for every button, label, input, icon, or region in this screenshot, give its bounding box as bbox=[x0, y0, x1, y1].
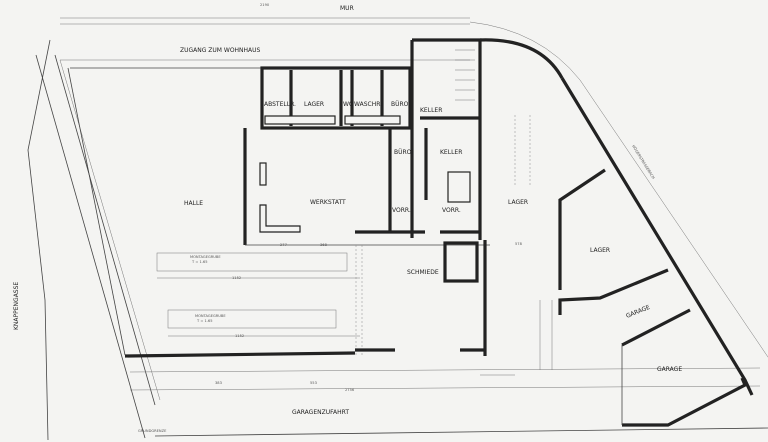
driveway-label: GARAGENZUFAHRT bbox=[292, 409, 349, 416]
dim-bottom-b: 553 bbox=[310, 381, 317, 385]
stair bbox=[455, 59, 475, 101]
dim-bottom-a: 383 bbox=[215, 381, 222, 385]
room-wc: WC bbox=[343, 101, 353, 108]
top-wall-label: MUR bbox=[340, 5, 354, 12]
east-building bbox=[479, 38, 754, 427]
dim-w1: 277 bbox=[280, 243, 287, 247]
pit-1-depth: T = 1.65 bbox=[191, 260, 208, 264]
room-lager-2: LAGER bbox=[508, 199, 528, 206]
room-buro-2: BÜRO bbox=[394, 149, 412, 156]
site-lines bbox=[27, 17, 768, 441]
dim-w2: 368 bbox=[320, 243, 328, 247]
dim-bottom-total: 2756 bbox=[345, 388, 355, 392]
room-keller-2: KELLER bbox=[440, 149, 462, 156]
north-rooms bbox=[260, 66, 412, 130]
pit-2-depth: T = 1.65 bbox=[196, 319, 213, 323]
pit-2-label: MONTAGEGRUBE bbox=[195, 314, 226, 318]
dim-p1: 1152 bbox=[232, 276, 241, 280]
access-label: ZUGANG ZUM WOHNHAUS bbox=[180, 47, 261, 54]
room-abstellr: ABSTELLR. bbox=[264, 101, 296, 108]
dim-lager: 578 bbox=[515, 242, 523, 246]
dim-p2: 1152 bbox=[235, 334, 244, 338]
room-buro-1: BÜRO bbox=[391, 101, 409, 108]
room-werkstatt: WERKSTATT bbox=[310, 199, 346, 206]
room-lager-1: LAGER bbox=[304, 101, 324, 108]
boundary-label: GRUNDGRENZE bbox=[138, 429, 167, 433]
schmiede-walls bbox=[355, 240, 515, 376]
pits bbox=[156, 245, 363, 355]
pit-1-label: MONTAGEGRUBE bbox=[190, 255, 221, 259]
room-vorr-1: VORR. bbox=[392, 207, 411, 214]
left-street-label: KNAPPENGASSE bbox=[13, 282, 20, 330]
room-garage-1: GARAGE bbox=[625, 304, 651, 320]
room-waschr: WASCHR. bbox=[354, 101, 382, 108]
room-vorr-2: VORR. bbox=[442, 207, 461, 214]
room-lager-3: LAGER bbox=[590, 247, 610, 254]
dim-top-total: 2190 bbox=[260, 3, 270, 7]
right-street-label: HÖGERSTRASSEBACH bbox=[631, 144, 656, 180]
keller-block bbox=[355, 38, 482, 240]
room-garage-2: GARAGE bbox=[657, 366, 682, 373]
room-schmiede: SCHMIEDE bbox=[407, 269, 439, 276]
room-halle: HALLE bbox=[184, 200, 203, 207]
room-keller-1: KELLER bbox=[420, 107, 442, 114]
hall-outline bbox=[67, 67, 356, 358]
werkstatt-walls bbox=[245, 162, 490, 246]
